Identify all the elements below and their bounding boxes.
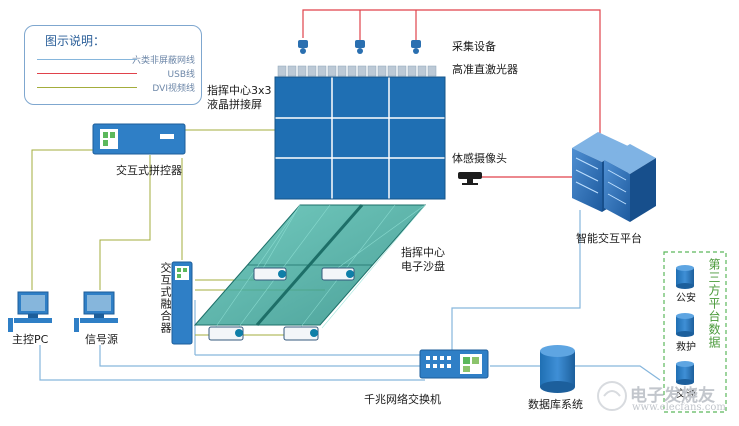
capture-device-icons xyxy=(298,40,421,54)
database-icon xyxy=(676,265,694,289)
db-public-security-label: 公安 xyxy=(676,293,696,304)
interactive-controller-label: 交互式拼控器 xyxy=(116,164,182,177)
gigabit-switch-icon xyxy=(419,349,489,379)
watermark-text: 电子发烧友 xyxy=(630,386,715,406)
watermark-url: www.elecfans.com xyxy=(632,402,726,413)
legend-title: 图示说明： xyxy=(45,34,106,48)
database-icon xyxy=(540,345,575,393)
database-icon xyxy=(676,361,694,385)
laser-projector-label: 高准直激光器 xyxy=(452,63,518,76)
capture-device-icon xyxy=(411,40,421,54)
laser-projector-row xyxy=(277,65,437,77)
server-rack-icon xyxy=(572,132,656,222)
lcd-video-wall xyxy=(274,76,446,200)
legend-line-dvi xyxy=(37,87,137,88)
capture-device-icon xyxy=(355,40,365,54)
electronic-sand-table xyxy=(193,204,427,329)
db-traffic-label: 交通 xyxy=(676,389,696,400)
interactive-controller-device xyxy=(92,123,186,155)
video-wall-label-line1: 指挥中心3x3 xyxy=(207,84,272,97)
motion-camera-label: 体感摄像头 xyxy=(452,152,507,165)
main-pc-icon xyxy=(8,291,52,332)
projector-icon xyxy=(253,267,287,281)
database-system-label: 数据库系统 xyxy=(528,398,583,411)
gigabit-switch-label: 千兆网络交换机 xyxy=(364,393,441,406)
projector-icon xyxy=(321,267,355,281)
capture-device-icon xyxy=(298,40,308,54)
projector-icon xyxy=(208,326,244,341)
projector-icon xyxy=(283,326,319,341)
fusion-device xyxy=(171,261,193,345)
capture-device-label: 采集设备 xyxy=(452,40,496,53)
watermark-logo-icon xyxy=(597,381,627,411)
legend-line-usb xyxy=(37,73,137,74)
third-party-label: 第三方平台数据 xyxy=(707,258,721,349)
database-icon xyxy=(676,313,694,337)
legend: 图示说明： 六类非屏蔽网线 USB线 DVI视频线 xyxy=(24,25,202,105)
third-party-db-icons xyxy=(676,265,694,385)
third-party-data-box xyxy=(663,251,727,413)
signal-source-pc-icon xyxy=(74,291,118,332)
legend-label-network: 六类非屏蔽网线 xyxy=(131,56,195,66)
sand-table-label-line1: 指挥中心 xyxy=(401,246,445,259)
db-rescue-label: 救护 xyxy=(676,342,696,353)
motion-camera-icon xyxy=(458,172,482,185)
video-wall-label-line2: 液晶拼接屏 xyxy=(207,98,262,111)
legend-line-network xyxy=(37,59,137,60)
sand-table-label-line2: 电子沙盘 xyxy=(401,260,445,273)
main-pc-label: 主控PC xyxy=(12,333,49,346)
usb-connections xyxy=(302,9,601,178)
signal-source-label: 信号源 xyxy=(85,333,118,346)
network-connections xyxy=(39,210,661,381)
projector-icons xyxy=(208,267,355,341)
legend-label-usb: USB线 xyxy=(167,70,195,80)
smart-platform-label: 智能交互平台 xyxy=(576,232,642,245)
fusion-device-label: 交互式融合器 xyxy=(159,262,172,334)
legend-label-dvi: DVI视频线 xyxy=(152,84,195,94)
